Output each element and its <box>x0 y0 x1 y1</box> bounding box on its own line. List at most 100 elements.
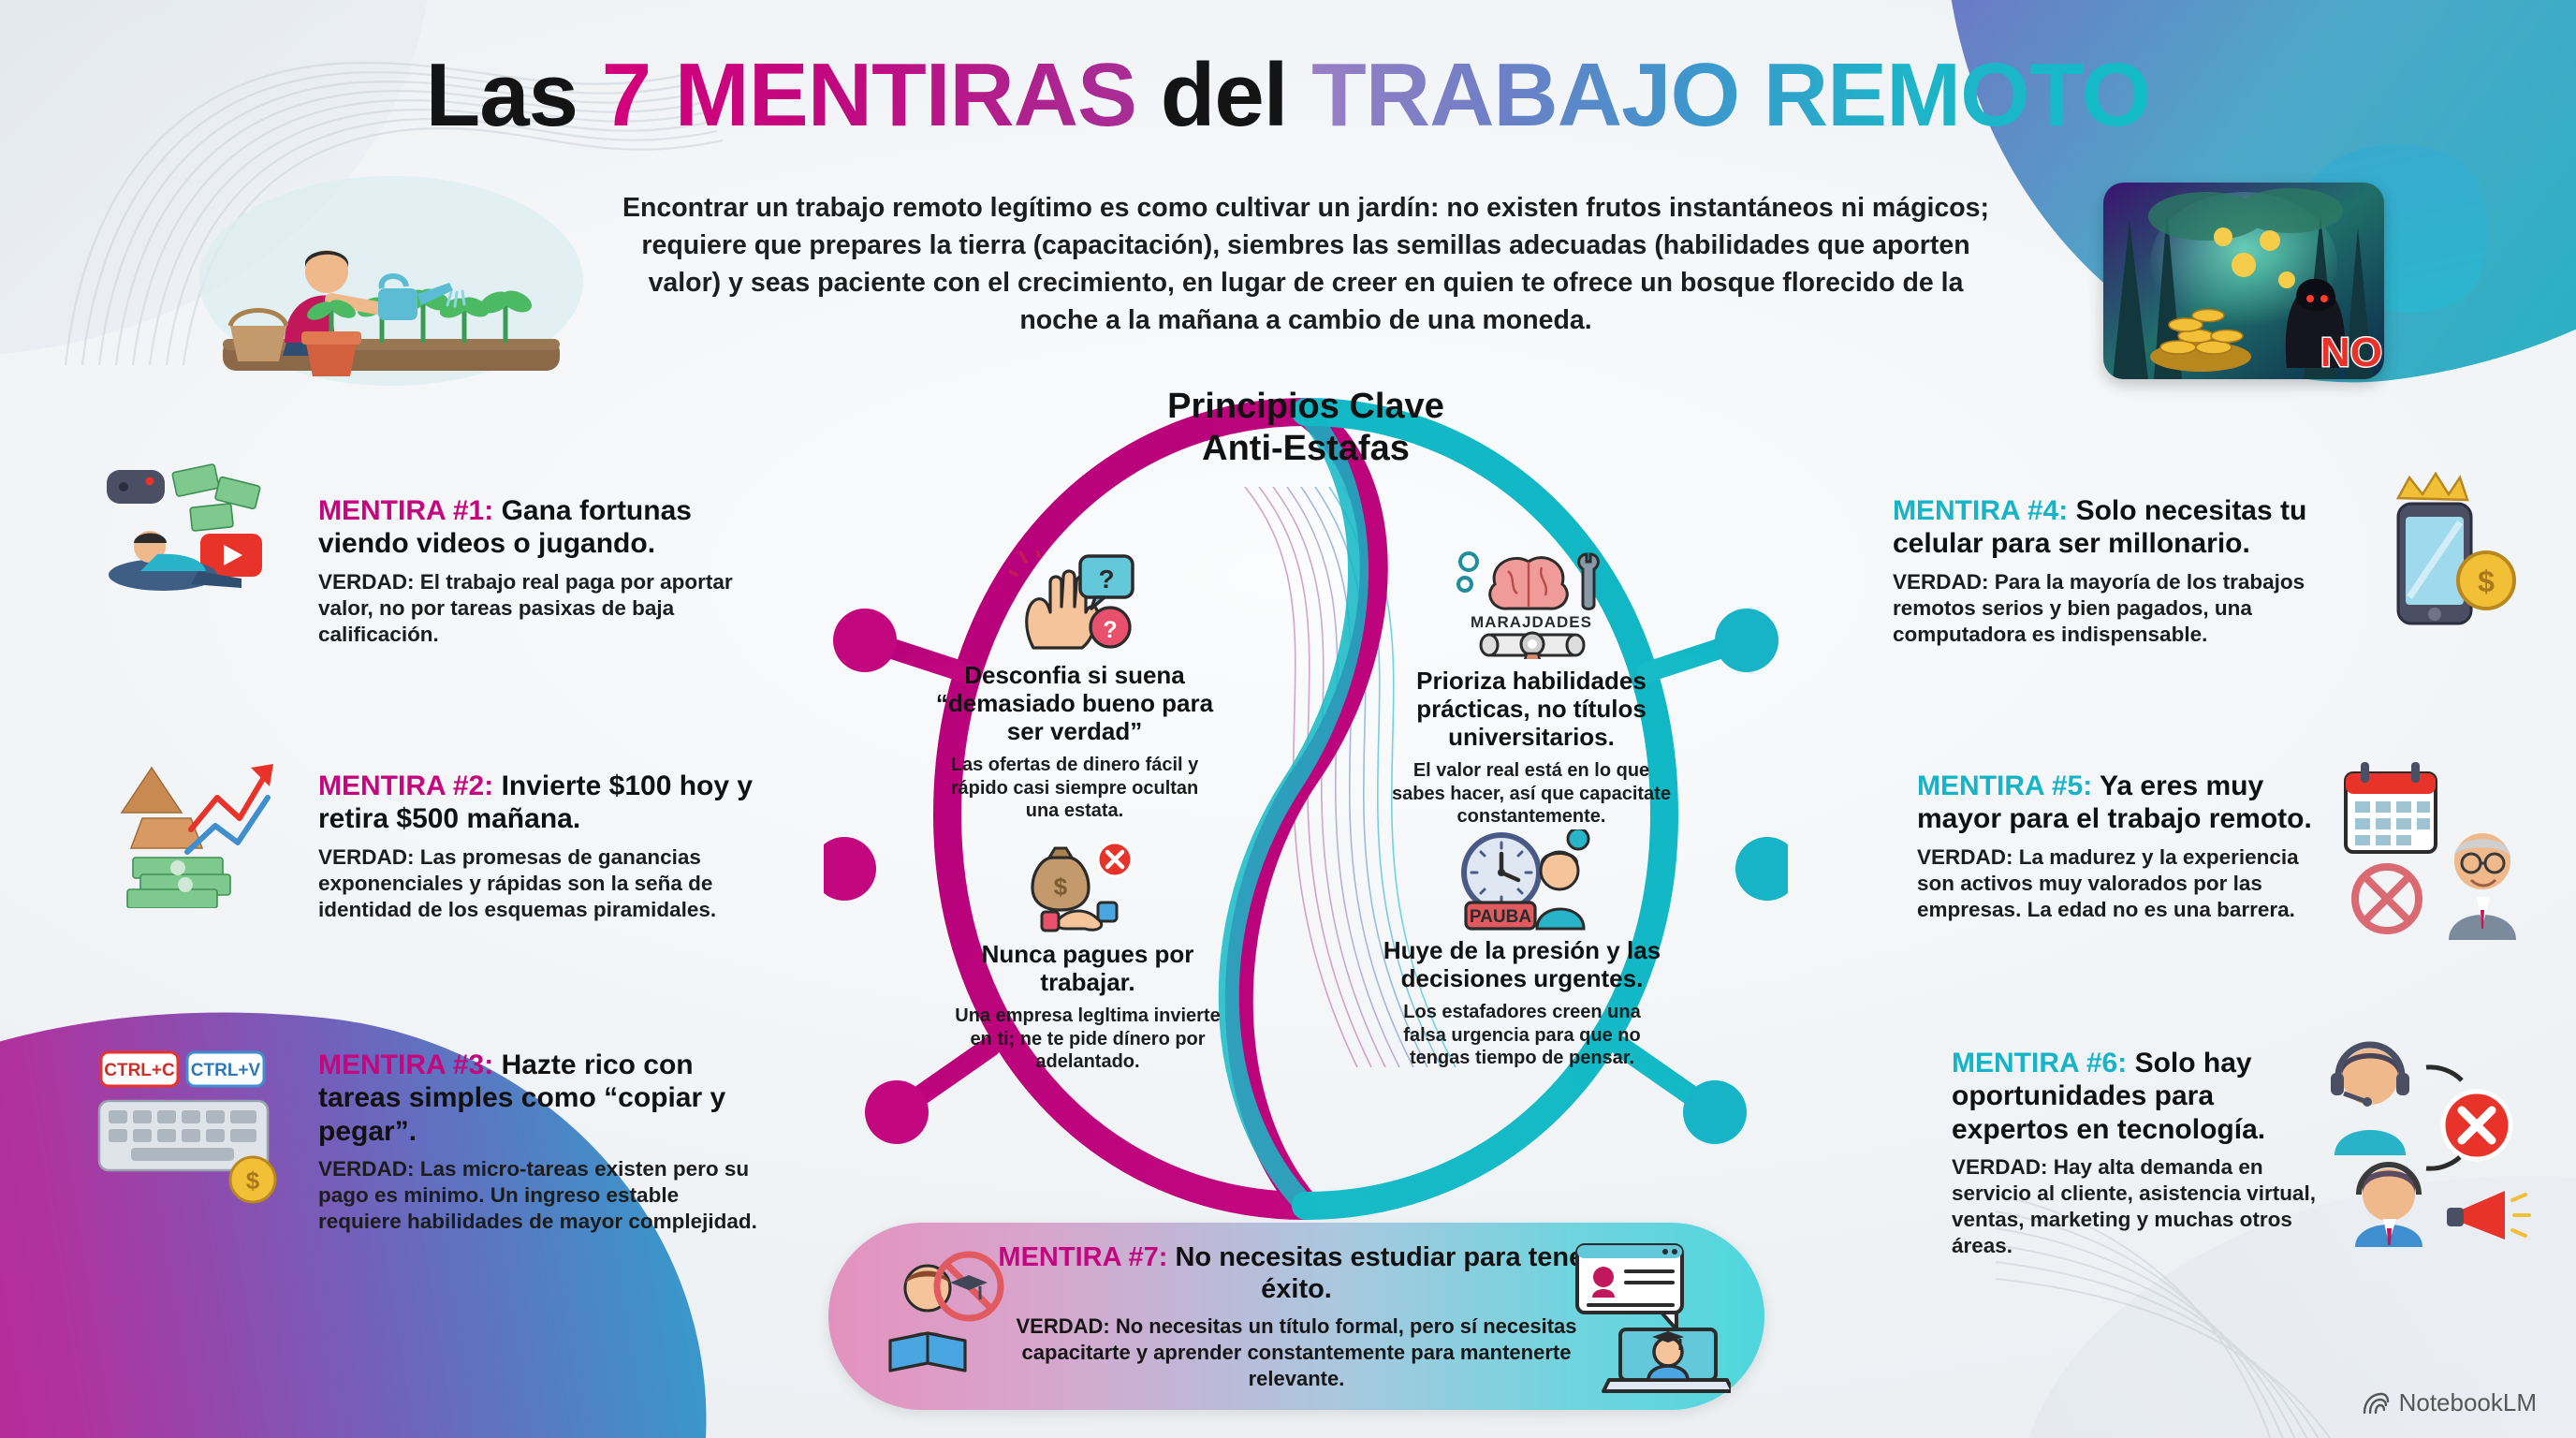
center-heading-line-1: Principios Clave <box>1167 387 1444 426</box>
lie-7-banner: MENTIRA #7: No necesitas estudiar para t… <box>828 1223 1764 1410</box>
lie-card-3: MENTIRA #3: Hazte rico con tareas simple… <box>318 1049 768 1235</box>
lie-6-tag: MENTIRA #6: <box>1952 1048 2128 1078</box>
lie-2-truth-label: VERDAD: <box>318 844 415 869</box>
no-badge-label: NO <box>2320 330 2382 375</box>
intro-paragraph: Encontrar un trabajo remoto legítimo es … <box>622 193 1990 335</box>
lie-1-tag: MENTIRA #1: <box>318 495 494 526</box>
lie-7-truth-label: VERDAD: <box>1016 1314 1110 1339</box>
lie-4-headline-text: Solo necesitas tu celular para ser millo… <box>1893 495 2307 560</box>
lie-card-4: MENTIRA #4: Solo necesitas tu celular pa… <box>1893 494 2333 647</box>
principle-2-sub: El valor real está en lo que sabes hacer… <box>1392 760 1671 828</box>
principle-4: PAUBA Huye de la presión y las decisione… <box>1382 829 1662 1069</box>
svg-text:CTRL+V: CTRL+V <box>191 1061 261 1080</box>
notebooklm-label: NotebookLM <box>2398 1388 2537 1416</box>
principle-2-title: Prioriza habilidades prácticas, no títul… <box>1416 667 1647 752</box>
support-agents-headset-target-icon <box>2331 1041 2531 1247</box>
calendar-elderly-person-forbidden-icon <box>2344 762 2516 940</box>
lie-5-truth: VERDAD: La madurez y la experiencia son … <box>1917 844 2338 923</box>
lie-4-truth-label: VERDAD: <box>1893 569 1989 594</box>
lie-6-truth: VERDAD: Hay alta demanda en servicio al … <box>1952 1154 2326 1259</box>
principle-4-icon-label: PAUBA <box>1470 907 1531 927</box>
lie-1-truth: VERDAD: El trabajo real paga por aportar… <box>318 569 758 648</box>
lie-4-headline: MENTIRA #4: Solo necesitas tu celular pa… <box>1893 494 2333 561</box>
lie-5-headline: MENTIRA #5: Ya eres muy mayor para el tr… <box>1917 770 2338 836</box>
lie-card-6: MENTIRA #6: Solo hay oportunidades para … <box>1952 1047 2326 1259</box>
lie-6-headline-text: Solo hay oportunidades para expertos en … <box>1952 1048 2266 1145</box>
svg-text:$: $ <box>246 1167 260 1195</box>
center-principles-diagram: Principios Clave Anti-Estafas ? ? Descon… <box>824 363 1788 1309</box>
lie-6-truth-text: Hay alta demanda en servicio al cliente,… <box>1952 1155 2316 1257</box>
svg-text:?: ? <box>1098 565 1114 594</box>
title-part-del: del <box>1136 45 1312 145</box>
lie-card-2: MENTIRA #2: Invierte $100 hoy y retira $… <box>318 770 758 922</box>
svg-text:CTRL+C: CTRL+C <box>104 1061 175 1080</box>
smartphone-crown-coin-icon: $ <box>2395 471 2516 625</box>
lie-3-truth-text: Las micro-tareas existen pero su pago es… <box>318 1157 757 1233</box>
lie-7-truth: VERDAD: No necesitas un título formal, p… <box>988 1313 1605 1391</box>
money-bag-handshake-forbidden-icon: $ <box>1031 841 1134 932</box>
center-heading-line-2: Anti-Estafas <box>1202 428 1410 468</box>
principle-3: $ Nunca pagues por trabajar. Una empresa… <box>947 841 1228 1073</box>
lie-4-tag: MENTIRA #4: <box>1893 495 2069 526</box>
lie-7-truth-text: No necesitas un título formal, pero sí n… <box>1021 1314 1577 1390</box>
lie-5-truth-label: VERDAD: <box>1917 844 2013 869</box>
lie-5-headline-text: Ya eres muy mayor para el trabajo remoto… <box>1917 770 2312 835</box>
principle-2-icon-label: MARAJDADES <box>1471 613 1592 631</box>
student-reading-book-no-graduation-icon <box>888 1251 1004 1372</box>
brain-gears-wrench-diploma-icon: MARAJDADES <box>1456 551 1600 659</box>
notebooklm-watermark: NotebookLM <box>2362 1388 2537 1417</box>
lie-6-headline: MENTIRA #6: Solo hay oportunidades para … <box>1952 1047 2326 1146</box>
svg-text:$: $ <box>1054 873 1068 901</box>
lie-2-truth-text: Las promesas de ganancias exponenciales … <box>318 844 717 921</box>
lie-3-headline-text: Hazte rico con tareas simples como “copi… <box>318 1049 726 1147</box>
stop-hand-question-mark-icon: ? ? <box>1009 550 1134 650</box>
lie-4-truth-text: Para la mayoría de los trabajos remotos … <box>1893 569 2305 646</box>
lie-1-headline: MENTIRA #1: Gana fortunas viendo videos … <box>318 494 758 561</box>
keyboard-ctrl-c-ctrl-v-coin-icon: CTRL+C CTRL+V $ <box>97 1050 277 1204</box>
principle-3-sub: Una empresa legltima invierte en ti; ne … <box>955 1005 1221 1073</box>
lie-1-truth-label: VERDAD: <box>318 569 415 594</box>
lie-7-headline: MENTIRA #7: No necesitas estudiar para t… <box>988 1241 1605 1307</box>
principle-1: ? ? Desconfia si suena “demasiado bueno … <box>934 550 1215 823</box>
lie-2-headline-text: Invierte $100 hoy y retira $500 mañana. <box>318 770 754 835</box>
lie-card-5: MENTIRA #5: Ya eres muy mayor para el tr… <box>1917 770 2338 922</box>
lie-5-truth-text: La madurez y la experiencia son activos … <box>1917 844 2299 921</box>
lie-7-text: MENTIRA #7: No necesitas estudiar para t… <box>828 1241 1764 1392</box>
principle-3-title: Nunca pagues por trabajar. <box>981 940 1194 997</box>
pyramid-scheme-chart-money-icon <box>120 764 273 908</box>
title-part-las: Las <box>425 45 602 145</box>
gamer-on-couch-with-money-icon <box>107 463 262 591</box>
center-heading: Principios Clave Anti-Estafas <box>824 386 1788 470</box>
page-title: Las 7 MENTIRAS del TRABAJO REMOTO <box>0 48 2576 143</box>
clock-pause-person-icon: PAUBA <box>1461 829 1590 931</box>
lie-4-truth: VERDAD: Para la mayoría de los trabajos … <box>1893 569 2333 648</box>
laptop-online-learning-graduate-icon <box>1575 1243 1731 1393</box>
title-part-mentiras: 7 MENTIRAS <box>601 45 1137 145</box>
title-part-trabajo-remoto: TRABAJO REMOTO <box>1311 45 2151 145</box>
lie-2-truth: VERDAD: Las promesas de ganancias expone… <box>318 844 758 923</box>
svg-text:$: $ <box>2478 565 2495 598</box>
lie-3-truth-label: VERDAD: <box>318 1157 415 1181</box>
lie-6-truth-label: VERDAD: <box>1952 1155 2048 1180</box>
lie-7-headline-text: No necesitas estudiar para tener éxito. <box>1167 1241 1595 1305</box>
principle-2: MARAJDADES Prioriza habilidades práctica… <box>1391 547 1672 829</box>
lie-3-truth: VERDAD: Las micro-tareas existen pero su… <box>318 1156 768 1235</box>
svg-text:?: ? <box>1103 617 1117 643</box>
lie-2-tag: MENTIRA #2: <box>318 770 494 801</box>
lie-1-truth-text: El trabajo real paga por aportar valor, … <box>318 569 733 646</box>
lie-3-headline: MENTIRA #3: Hazte rico con tareas simple… <box>318 1049 768 1148</box>
yin-yang-ring-graphic <box>824 398 1788 1280</box>
lie-7-tag: MENTIRA #7: <box>998 1241 1168 1272</box>
principle-1-title: Desconfia si suena “demasiado bueno para… <box>935 661 1214 746</box>
notebooklm-logo-icon <box>2363 1392 2389 1414</box>
principle-4-sub: Los estafadores creen una falsa urgencia… <box>1403 1002 1641 1069</box>
principle-4-title: Huye de la presión y las decisiones urge… <box>1383 936 1661 993</box>
lie-1-headline-text: Gana fortunas viendo videos o jugando. <box>318 495 692 560</box>
scam-money-forest-icon: NO <box>2103 183 2384 379</box>
lie-2-headline: MENTIRA #2: Invierte $100 hoy y retira $… <box>318 770 758 836</box>
lie-5-tag: MENTIRA #5: <box>1917 770 2093 801</box>
gardener-watering-plants-icon <box>199 176 583 386</box>
lie-card-1: MENTIRA #1: Gana fortunas viendo videos … <box>318 494 758 647</box>
lie-3-tag: MENTIRA #3: <box>318 1049 494 1080</box>
